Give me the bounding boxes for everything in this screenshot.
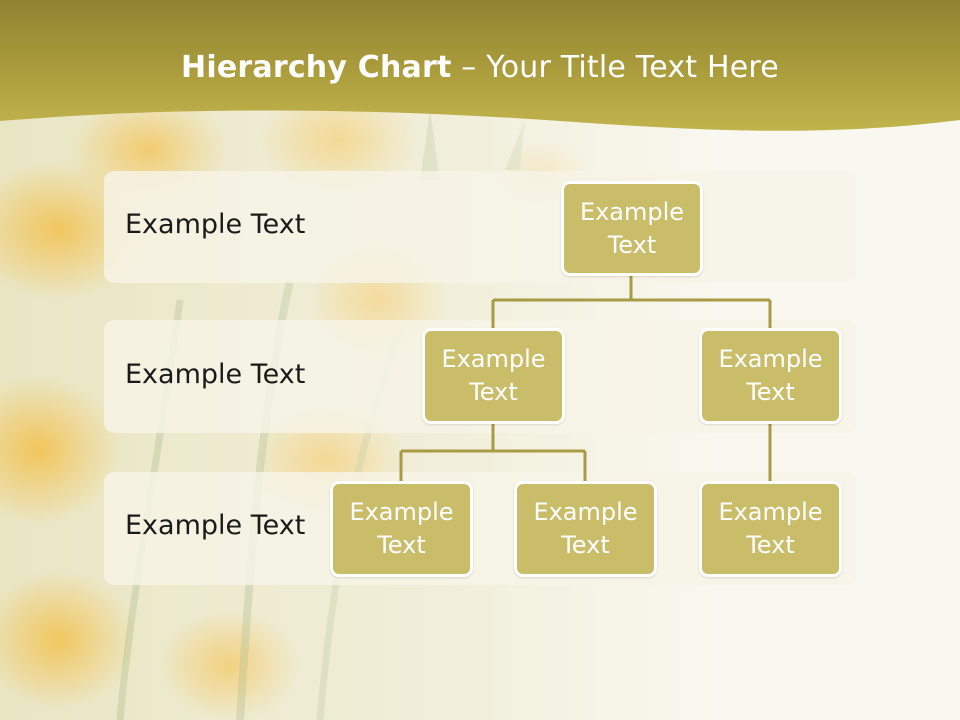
node-root-line-1: Example	[579, 197, 685, 226]
node-level2-right-line-2: Text	[746, 378, 795, 406]
title-bold-part: Hierarchy Chart	[181, 50, 452, 85]
node-level3-middle-line-2: Text	[561, 531, 610, 559]
node-root-line-2: Text	[607, 230, 657, 259]
level-label-3: Example Text	[125, 510, 306, 541]
title-rest-part: – Your Title Text Here	[451, 50, 779, 85]
level-band-1: Example Text	[104, 171, 856, 283]
node-level3-left-line-1: Example	[349, 498, 454, 526]
node-level2-left-line-2: Text	[469, 378, 518, 406]
node-level2-right-line-1: Example	[718, 345, 823, 373]
node-level3-right-line-2: Text	[746, 531, 795, 559]
page-title: Hierarchy Chart – Your Title Text Here	[0, 50, 960, 85]
node-level3-right-line-1: Example	[718, 498, 823, 526]
level-label-1: Example Text	[125, 209, 306, 240]
connector-root-to-level2	[491, 275, 772, 330]
node-level3-left-line-2: Text	[377, 531, 426, 559]
node-level3-middle-line-1: Example	[533, 498, 638, 526]
level-label-2: Example Text	[125, 359, 306, 390]
connector-level2-left-to-level3	[399, 423, 587, 483]
node-level2-left-line-1: Example	[441, 345, 546, 373]
